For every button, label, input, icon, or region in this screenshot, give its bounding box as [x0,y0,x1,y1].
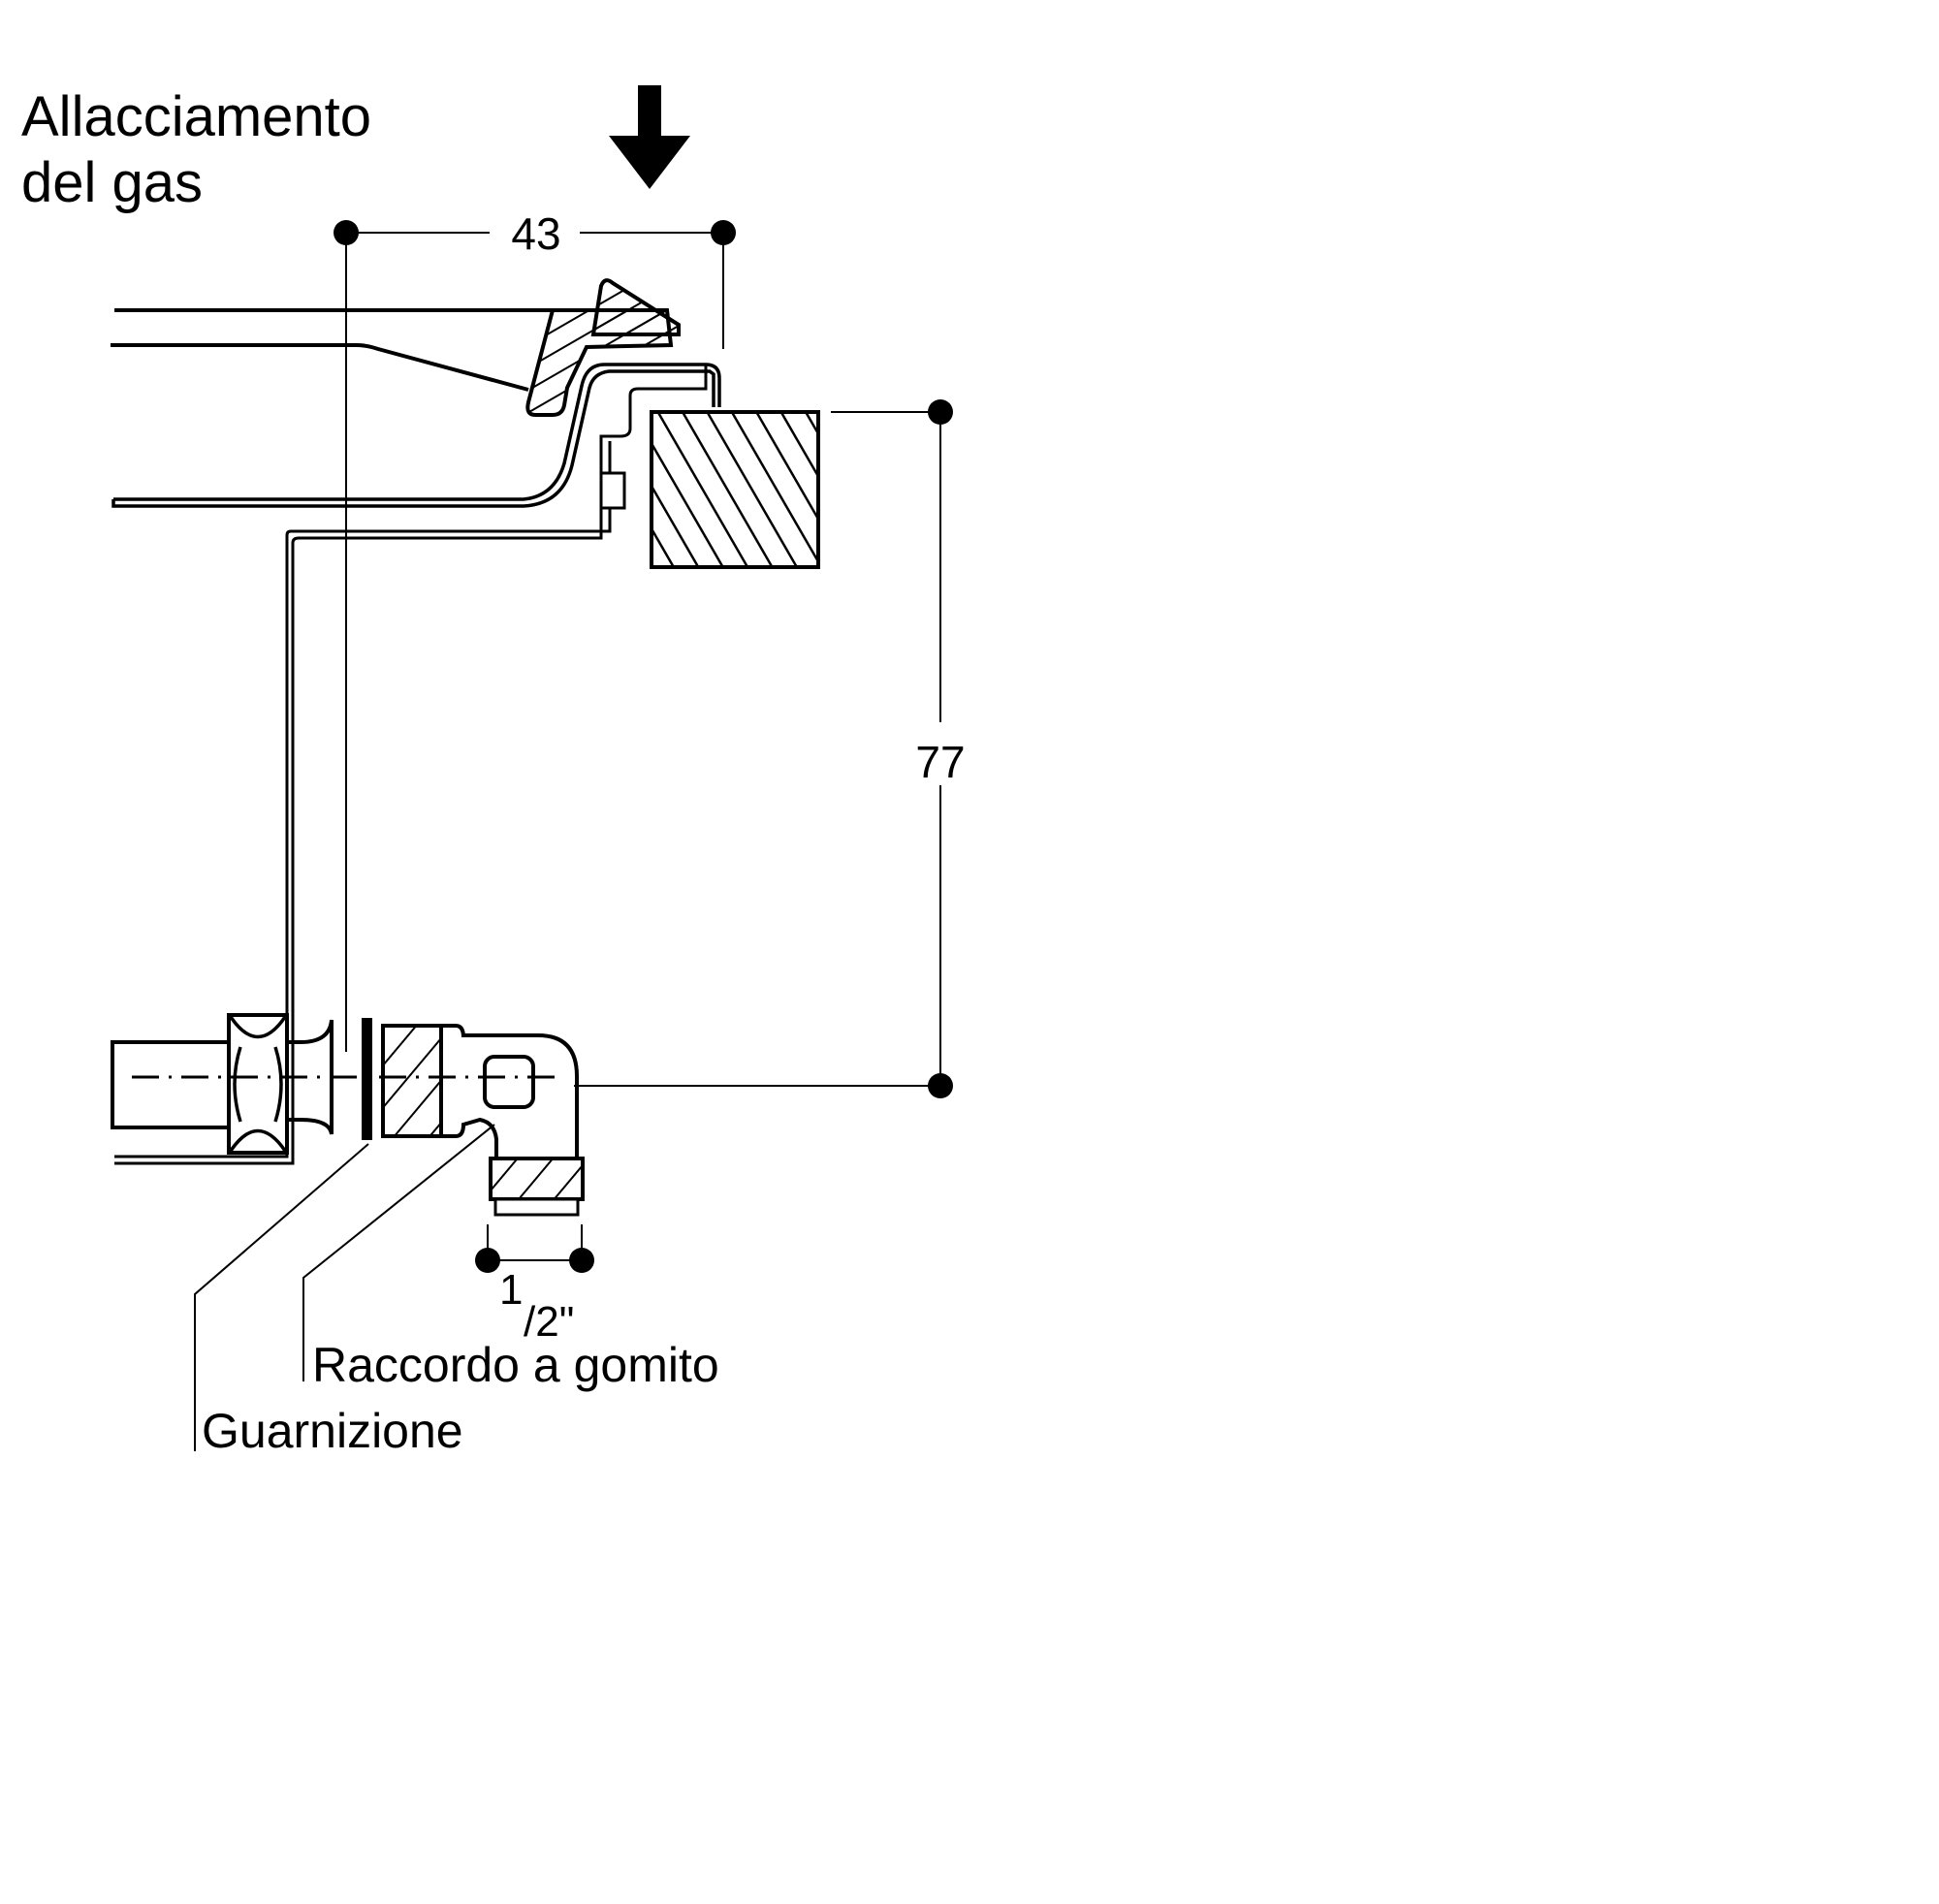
dimension-half-inch-numerator: 1 [499,1266,523,1314]
worktop-block [650,410,820,569]
dimension-half-inch-denominator: /2" [524,1298,574,1346]
dimension-43 [334,220,736,1052]
gasket-leader [194,1143,369,1451]
elbow-fitting [381,1024,585,1217]
cooktop-profile [111,308,721,1165]
trim-clamp [525,278,681,417]
title-line-2: del gas [21,151,203,214]
gas-pipe [111,1040,231,1129]
dimension-77-label: 77 [915,737,965,787]
gasket-label: Guarnizione [202,1404,463,1458]
dimension-77 [574,399,953,1098]
arrow-down-icon [609,85,690,189]
title-line-1: Allacciamento [21,85,371,148]
elbow-leader [302,1124,495,1381]
hex-nut [227,1013,289,1155]
dimension-43-label: 43 [511,208,560,259]
elbow-label: Raccordo a gomito [312,1338,719,1392]
dimension-half-inch [475,1224,594,1273]
gasket [362,1018,372,1140]
